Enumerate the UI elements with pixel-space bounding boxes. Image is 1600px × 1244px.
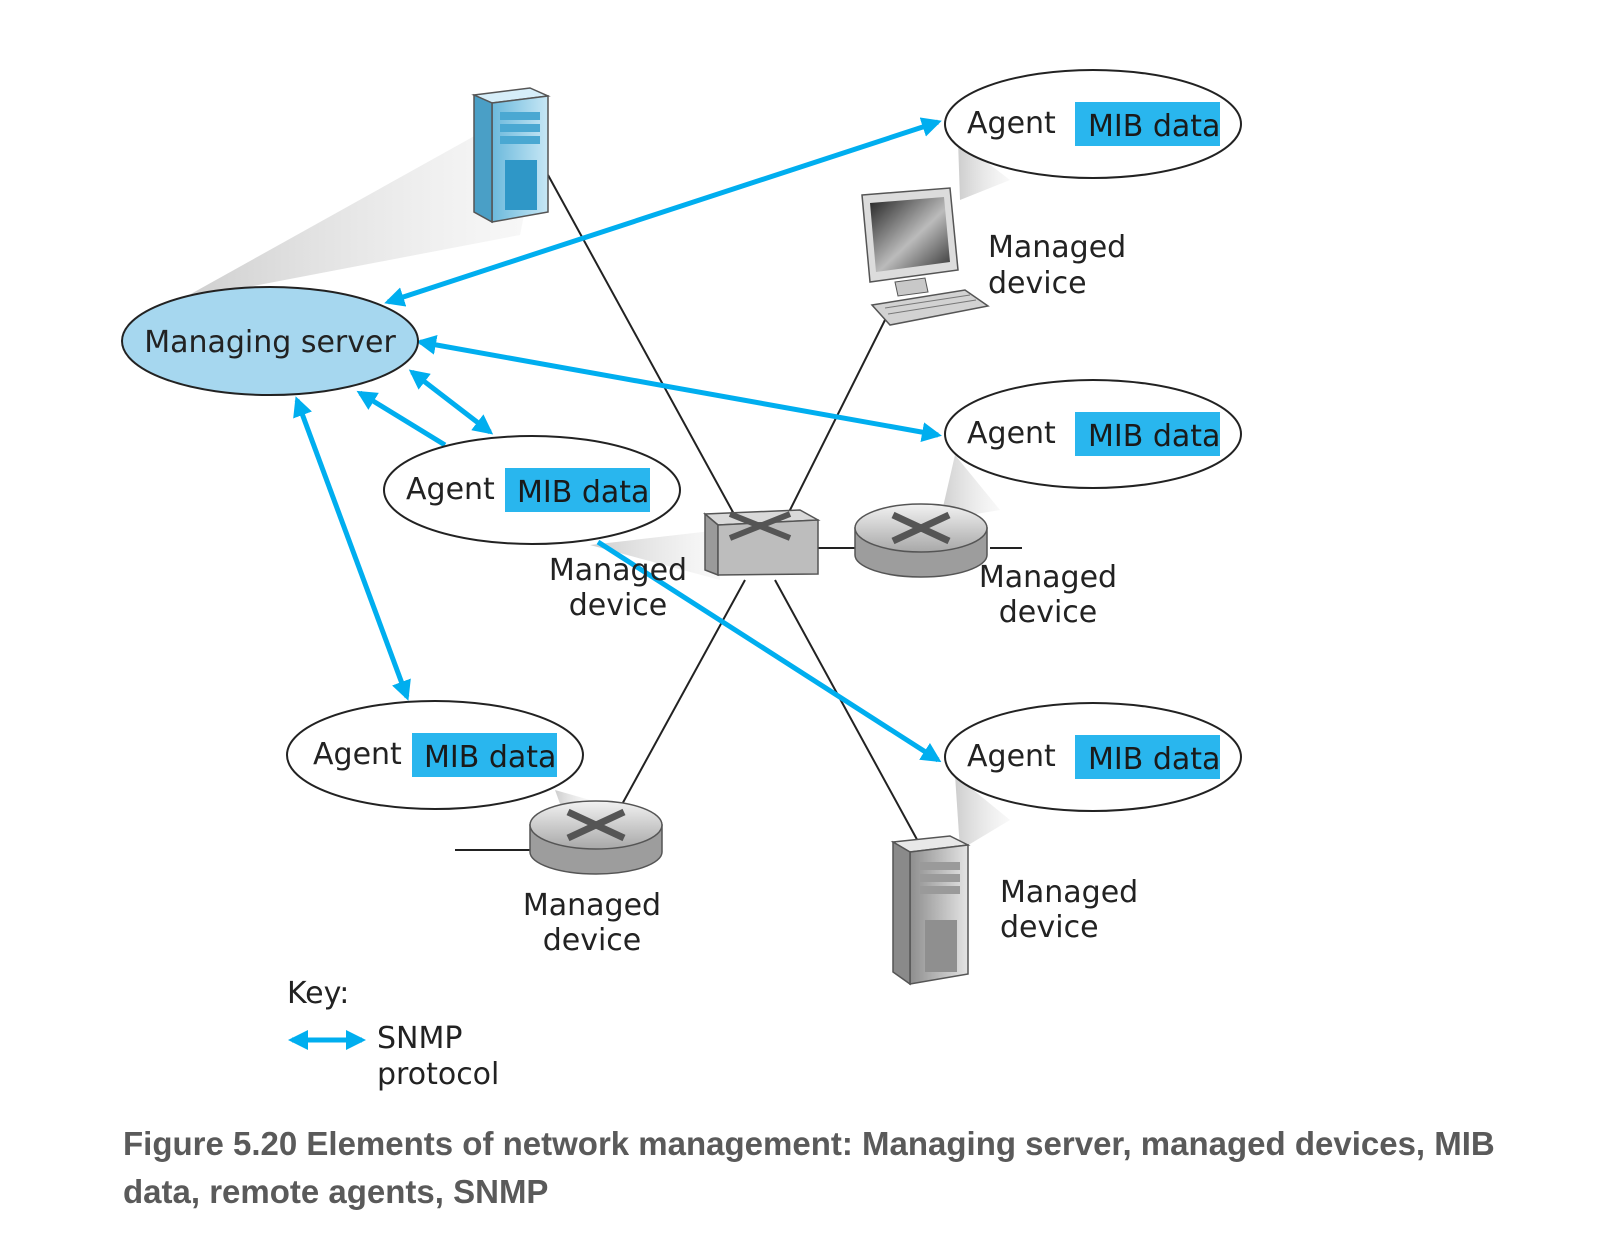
key-title: Key:	[287, 976, 349, 1011]
mib-data-label: MIB data	[1088, 742, 1220, 777]
svg-text:device: device	[569, 588, 668, 623]
agent-right: Agent MIB data	[944, 379, 1242, 489]
agent-top-right: Agent MIB data	[944, 69, 1242, 179]
svg-text:device: device	[999, 595, 1098, 630]
svg-text:device: device	[1000, 910, 1099, 945]
mib-data-box	[505, 468, 650, 512]
computer-icon	[861, 187, 990, 326]
agent-label: Agent	[967, 739, 1056, 774]
server-tower-icon	[471, 87, 551, 224]
svg-text:Managed: Managed	[979, 560, 1117, 595]
snmp-arrow-left-agent-bottom-right-agent	[596, 539, 942, 763]
switch-icon	[703, 509, 821, 577]
router-icon	[854, 503, 988, 578]
router-icon	[529, 800, 663, 875]
svg-text:device: device	[543, 923, 642, 958]
mib-data-label: MIB data	[517, 475, 649, 510]
cone-left-agent-switch	[590, 530, 720, 580]
key-legend: Key: SNMP protocol	[287, 976, 499, 1092]
mib-data-label: MIB data	[1088, 419, 1220, 454]
agent-bottom-left: Agent MIB data	[286, 700, 584, 810]
mib-data-box	[1075, 735, 1220, 779]
managed-device-label-server-bottom: Managed device	[1000, 875, 1138, 945]
agent-label: Agent	[967, 416, 1056, 451]
svg-text:Managed: Managed	[549, 553, 687, 588]
cone-bottom-right-agent-server	[955, 775, 1010, 850]
snmp-arrow-manager-left-agent-a	[356, 390, 447, 448]
snmp-arrows	[293, 117, 942, 763]
agent-label: Agent	[313, 737, 402, 772]
managing-server-label: Managing server	[144, 325, 396, 360]
managed-device-label-switch: Managed device	[549, 553, 687, 623]
mib-data-box	[412, 733, 557, 777]
snmp-arrow-manager-top-agent	[384, 117, 942, 307]
server-tower-icon	[890, 835, 971, 986]
mib-data-box	[1075, 102, 1220, 146]
managed-device-label-router-left: Managed device	[523, 888, 661, 958]
managed-device-label-computer: Managed device	[988, 230, 1126, 301]
mib-data-label: MIB data	[424, 740, 556, 775]
svg-text:device: device	[988, 266, 1087, 301]
svg-text:Managed: Managed	[988, 230, 1126, 265]
snmp-arrow-manager-left-agent-b	[408, 369, 494, 435]
snmp-arrow-manager-bottom-left-agent	[293, 396, 411, 701]
figure-caption: Figure 5.20 Elements of network manageme…	[123, 1125, 1495, 1210]
mib-data-label: MIB data	[1088, 109, 1220, 144]
link-switch-router-left	[619, 579, 746, 809]
key-protocol-label: protocol	[377, 1057, 499, 1092]
agent-left: Agent MIB data	[383, 435, 681, 545]
svg-text:Managed: Managed	[1000, 875, 1138, 910]
mib-data-box	[1075, 412, 1220, 456]
cone-right-agent-router	[940, 455, 1000, 520]
agent-label: Agent	[967, 106, 1056, 141]
svg-text:Managed: Managed	[523, 888, 661, 923]
agent-label: Agent	[406, 472, 495, 507]
snmp-arrow-manager-right-agent	[416, 334, 942, 443]
key-snmp-label: SNMP	[377, 1021, 462, 1056]
agent-bottom-right: Agent MIB data	[944, 702, 1242, 812]
link-switch-server-bottom	[774, 579, 921, 846]
managed-device-label-router-right: Managed device	[979, 560, 1117, 630]
managing-server: Managing server	[121, 286, 419, 396]
managing-server-ellipse	[121, 286, 419, 396]
